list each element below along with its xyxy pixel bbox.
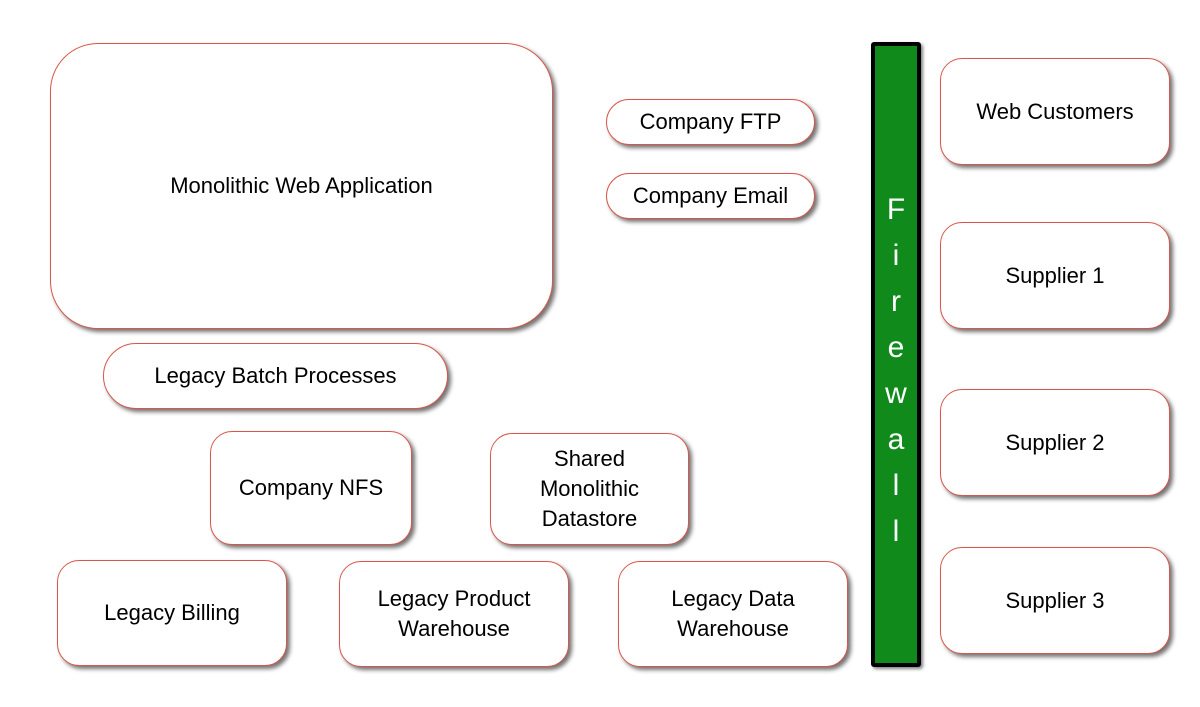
firewall-letter: F — [886, 193, 906, 226]
supplier-3-node: Supplier 3 — [940, 547, 1170, 654]
supplier-3-label: Supplier 3 — [1005, 587, 1105, 613]
legacy-data-warehouse-line-2: Warehouse — [677, 616, 789, 641]
firewall-letter: l — [892, 469, 900, 502]
firewall-letter: r — [890, 285, 901, 318]
legacy-product-warehouse-line-1: Legacy Product — [377, 586, 531, 611]
shared-datastore-line-3: Datastore — [541, 506, 638, 531]
monolithic-web-application-node: Monolithic Web Application — [50, 43, 553, 329]
legacy-product-warehouse-line-2: Warehouse — [398, 616, 510, 641]
legacy-data-warehouse-node: Legacy Data Warehouse — [618, 561, 848, 667]
company-email-node: Company Email — [606, 173, 815, 219]
web-customers-node: Web Customers — [940, 58, 1170, 165]
company-ftp-label: Company FTP — [639, 109, 782, 134]
company-nfs-node: Company NFS — [210, 431, 412, 545]
legacy-billing-node: Legacy Billing — [57, 560, 287, 666]
supplier-1-label: Supplier 1 — [1005, 262, 1105, 288]
firewall-label: F i r e w a l l — [885, 187, 907, 663]
firewall-letter: l — [892, 515, 900, 548]
supplier-2-node: Supplier 2 — [940, 389, 1170, 496]
legacy-data-warehouse-line-1: Legacy Data — [671, 586, 795, 611]
shared-datastore-line-1: Shared — [554, 446, 625, 471]
shared-datastore-line-2: Monolithic — [539, 476, 640, 501]
legacy-batch-processes-node: Legacy Batch Processes — [103, 343, 448, 409]
firewall-letter: i — [892, 239, 900, 272]
firewall-bar: F i r e w a l l — [871, 42, 921, 667]
legacy-batch-processes-label: Legacy Batch Processes — [154, 363, 397, 388]
company-email-label: Company Email — [632, 183, 789, 208]
web-customers-label: Web Customers — [976, 98, 1134, 124]
supplier-2-label: Supplier 2 — [1005, 429, 1105, 455]
legacy-product-warehouse-node: Legacy Product Warehouse — [339, 561, 569, 667]
firewall-letter: w — [885, 377, 907, 410]
firewall-letter: e — [887, 331, 905, 364]
firewall-letter: a — [887, 423, 905, 456]
company-nfs-label: Company NFS — [238, 475, 384, 500]
legacy-billing-label: Legacy Billing — [104, 600, 240, 625]
supplier-1-node: Supplier 1 — [940, 222, 1170, 329]
monolithic-web-application-label: Monolithic Web Application — [170, 173, 433, 198]
company-ftp-node: Company FTP — [606, 99, 815, 145]
shared-monolithic-datastore-node: Shared Monolithic Datastore — [490, 433, 689, 545]
